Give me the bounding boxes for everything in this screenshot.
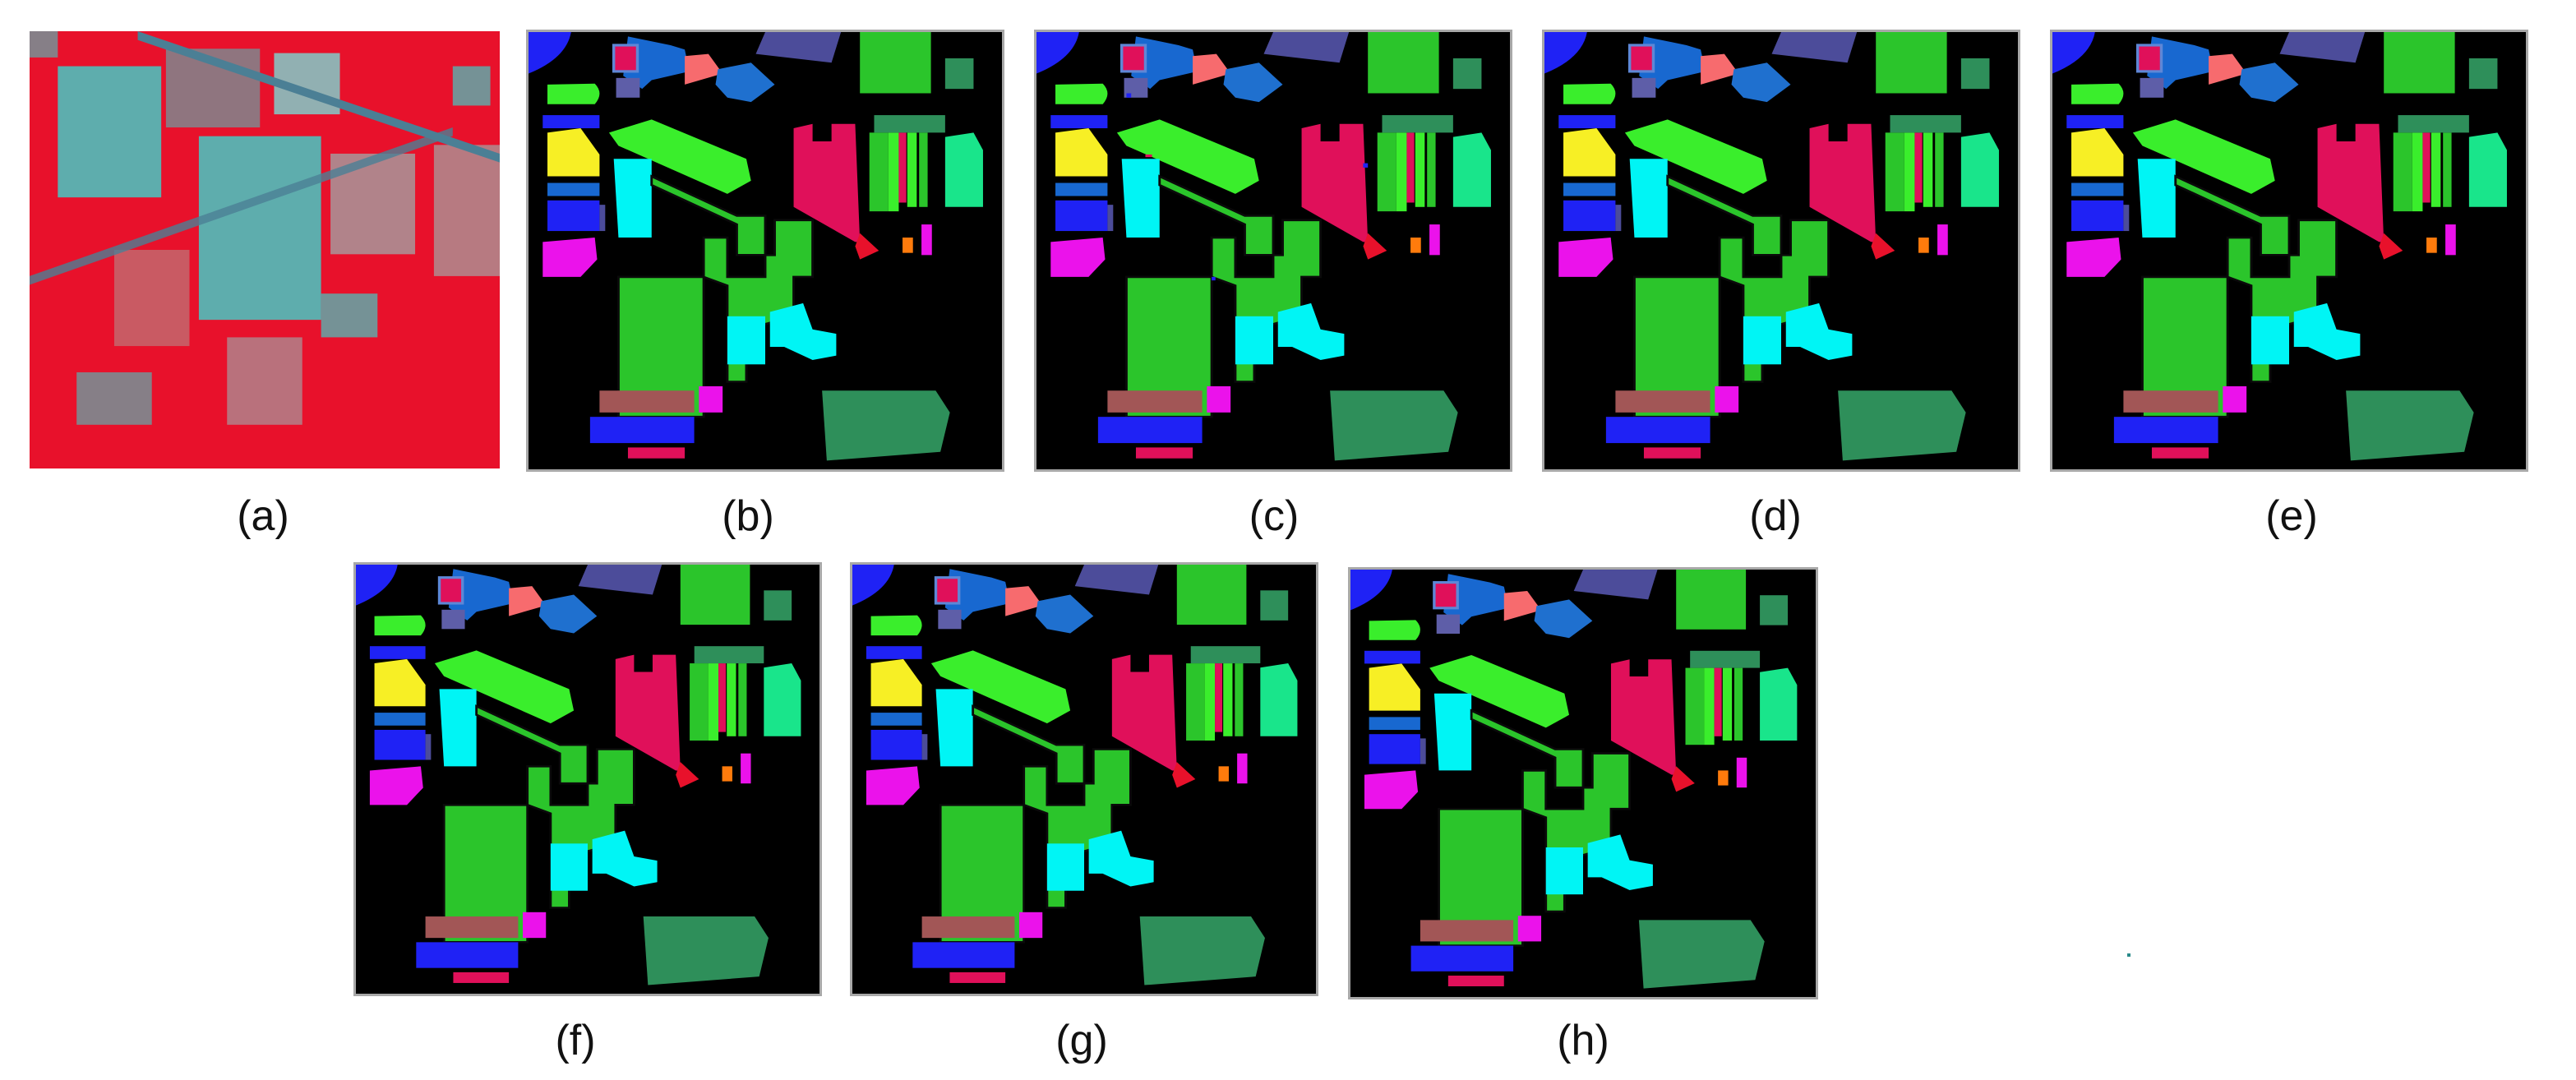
- caption-d: (d): [1749, 492, 1802, 540]
- caption-c: (c): [1249, 492, 1300, 540]
- panel-g-map: [850, 562, 1318, 996]
- caption-e: (e): [2265, 492, 2318, 540]
- panel-c-map: [1034, 30, 1512, 472]
- caption-f: (f): [555, 1017, 596, 1064]
- stray-dot: [2127, 953, 2131, 957]
- caption-h: (h): [1557, 1017, 1609, 1064]
- panel-d-map: [1542, 30, 2020, 472]
- panel-b-map: [526, 30, 1004, 472]
- caption-a: (a): [237, 492, 289, 540]
- panel-e-map: [2050, 30, 2528, 472]
- caption-g: (g): [1055, 1017, 1108, 1064]
- panel-f-map: [353, 562, 822, 996]
- caption-b: (b): [722, 492, 774, 540]
- panel-h-map: [1348, 567, 1818, 999]
- panel-a-image: [30, 31, 500, 468]
- false-color-image: [30, 31, 500, 468]
